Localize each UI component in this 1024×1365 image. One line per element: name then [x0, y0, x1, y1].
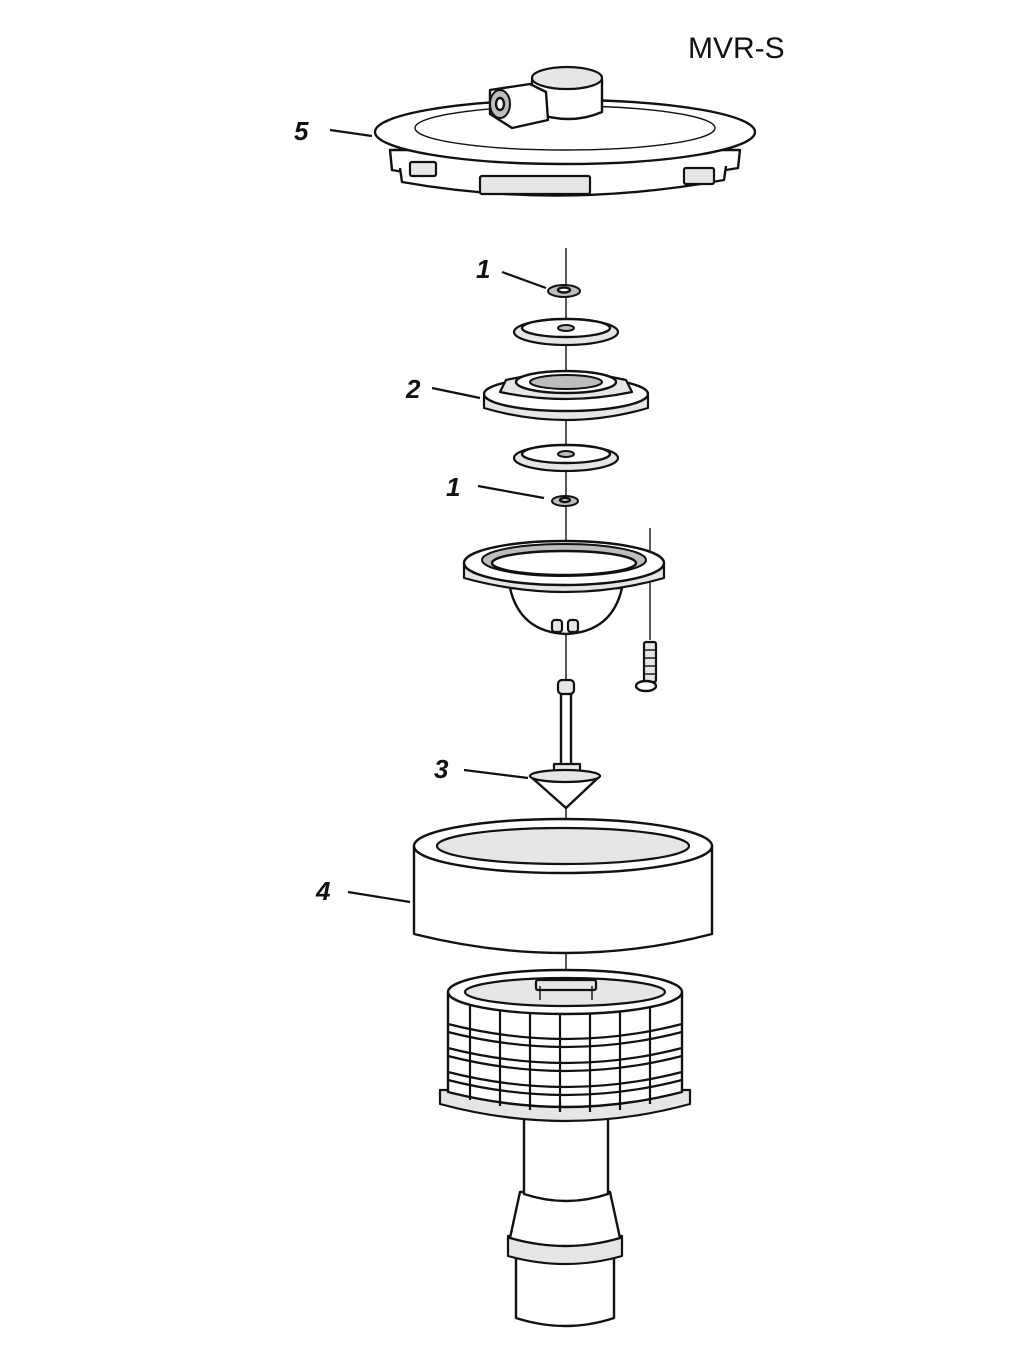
float-housing-part: [462, 539, 666, 636]
leader-lines: [329, 128, 547, 904]
callout-filter-sleeve: 4: [315, 876, 331, 906]
callout-lid: 5: [294, 116, 309, 146]
seat-part: [482, 369, 650, 422]
filter-cage-part: [438, 968, 692, 1328]
model-title: MVR-S: [688, 32, 785, 65]
callout-seat: 2: [405, 374, 421, 404]
o-ring-bottom-part: [551, 495, 579, 507]
washer-top-part: [512, 317, 620, 347]
screw-part: [634, 640, 658, 693]
filter-sleeve-part: [412, 817, 714, 955]
float-part: [528, 678, 602, 810]
washer-bottom-part: [512, 443, 620, 473]
lid-part: [373, 65, 757, 197]
callout-o-ring-bottom: 1: [446, 472, 460, 502]
callout-o-ring-top: 1: [476, 254, 490, 284]
callout-float: 3: [434, 754, 449, 784]
o-ring-top-part: [547, 284, 581, 298]
